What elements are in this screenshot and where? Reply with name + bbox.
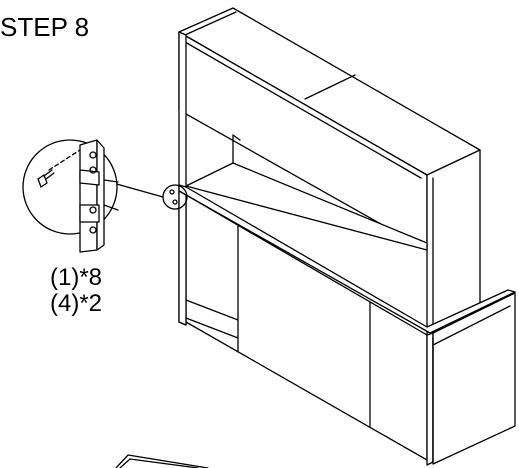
desk-left-leg <box>178 190 239 339</box>
detail-leader-line <box>112 182 164 198</box>
partial-panel-drawing <box>115 454 209 468</box>
part-quantity-1: (1)*8 <box>50 264 103 291</box>
hutch-shelf <box>185 134 428 251</box>
screw-icon <box>37 169 55 188</box>
desk-right-leg <box>426 292 516 466</box>
detail-callout <box>22 139 119 253</box>
part-quantity-2: (4)*2 <box>50 290 103 317</box>
step-title: STEP 8 <box>0 12 90 42</box>
